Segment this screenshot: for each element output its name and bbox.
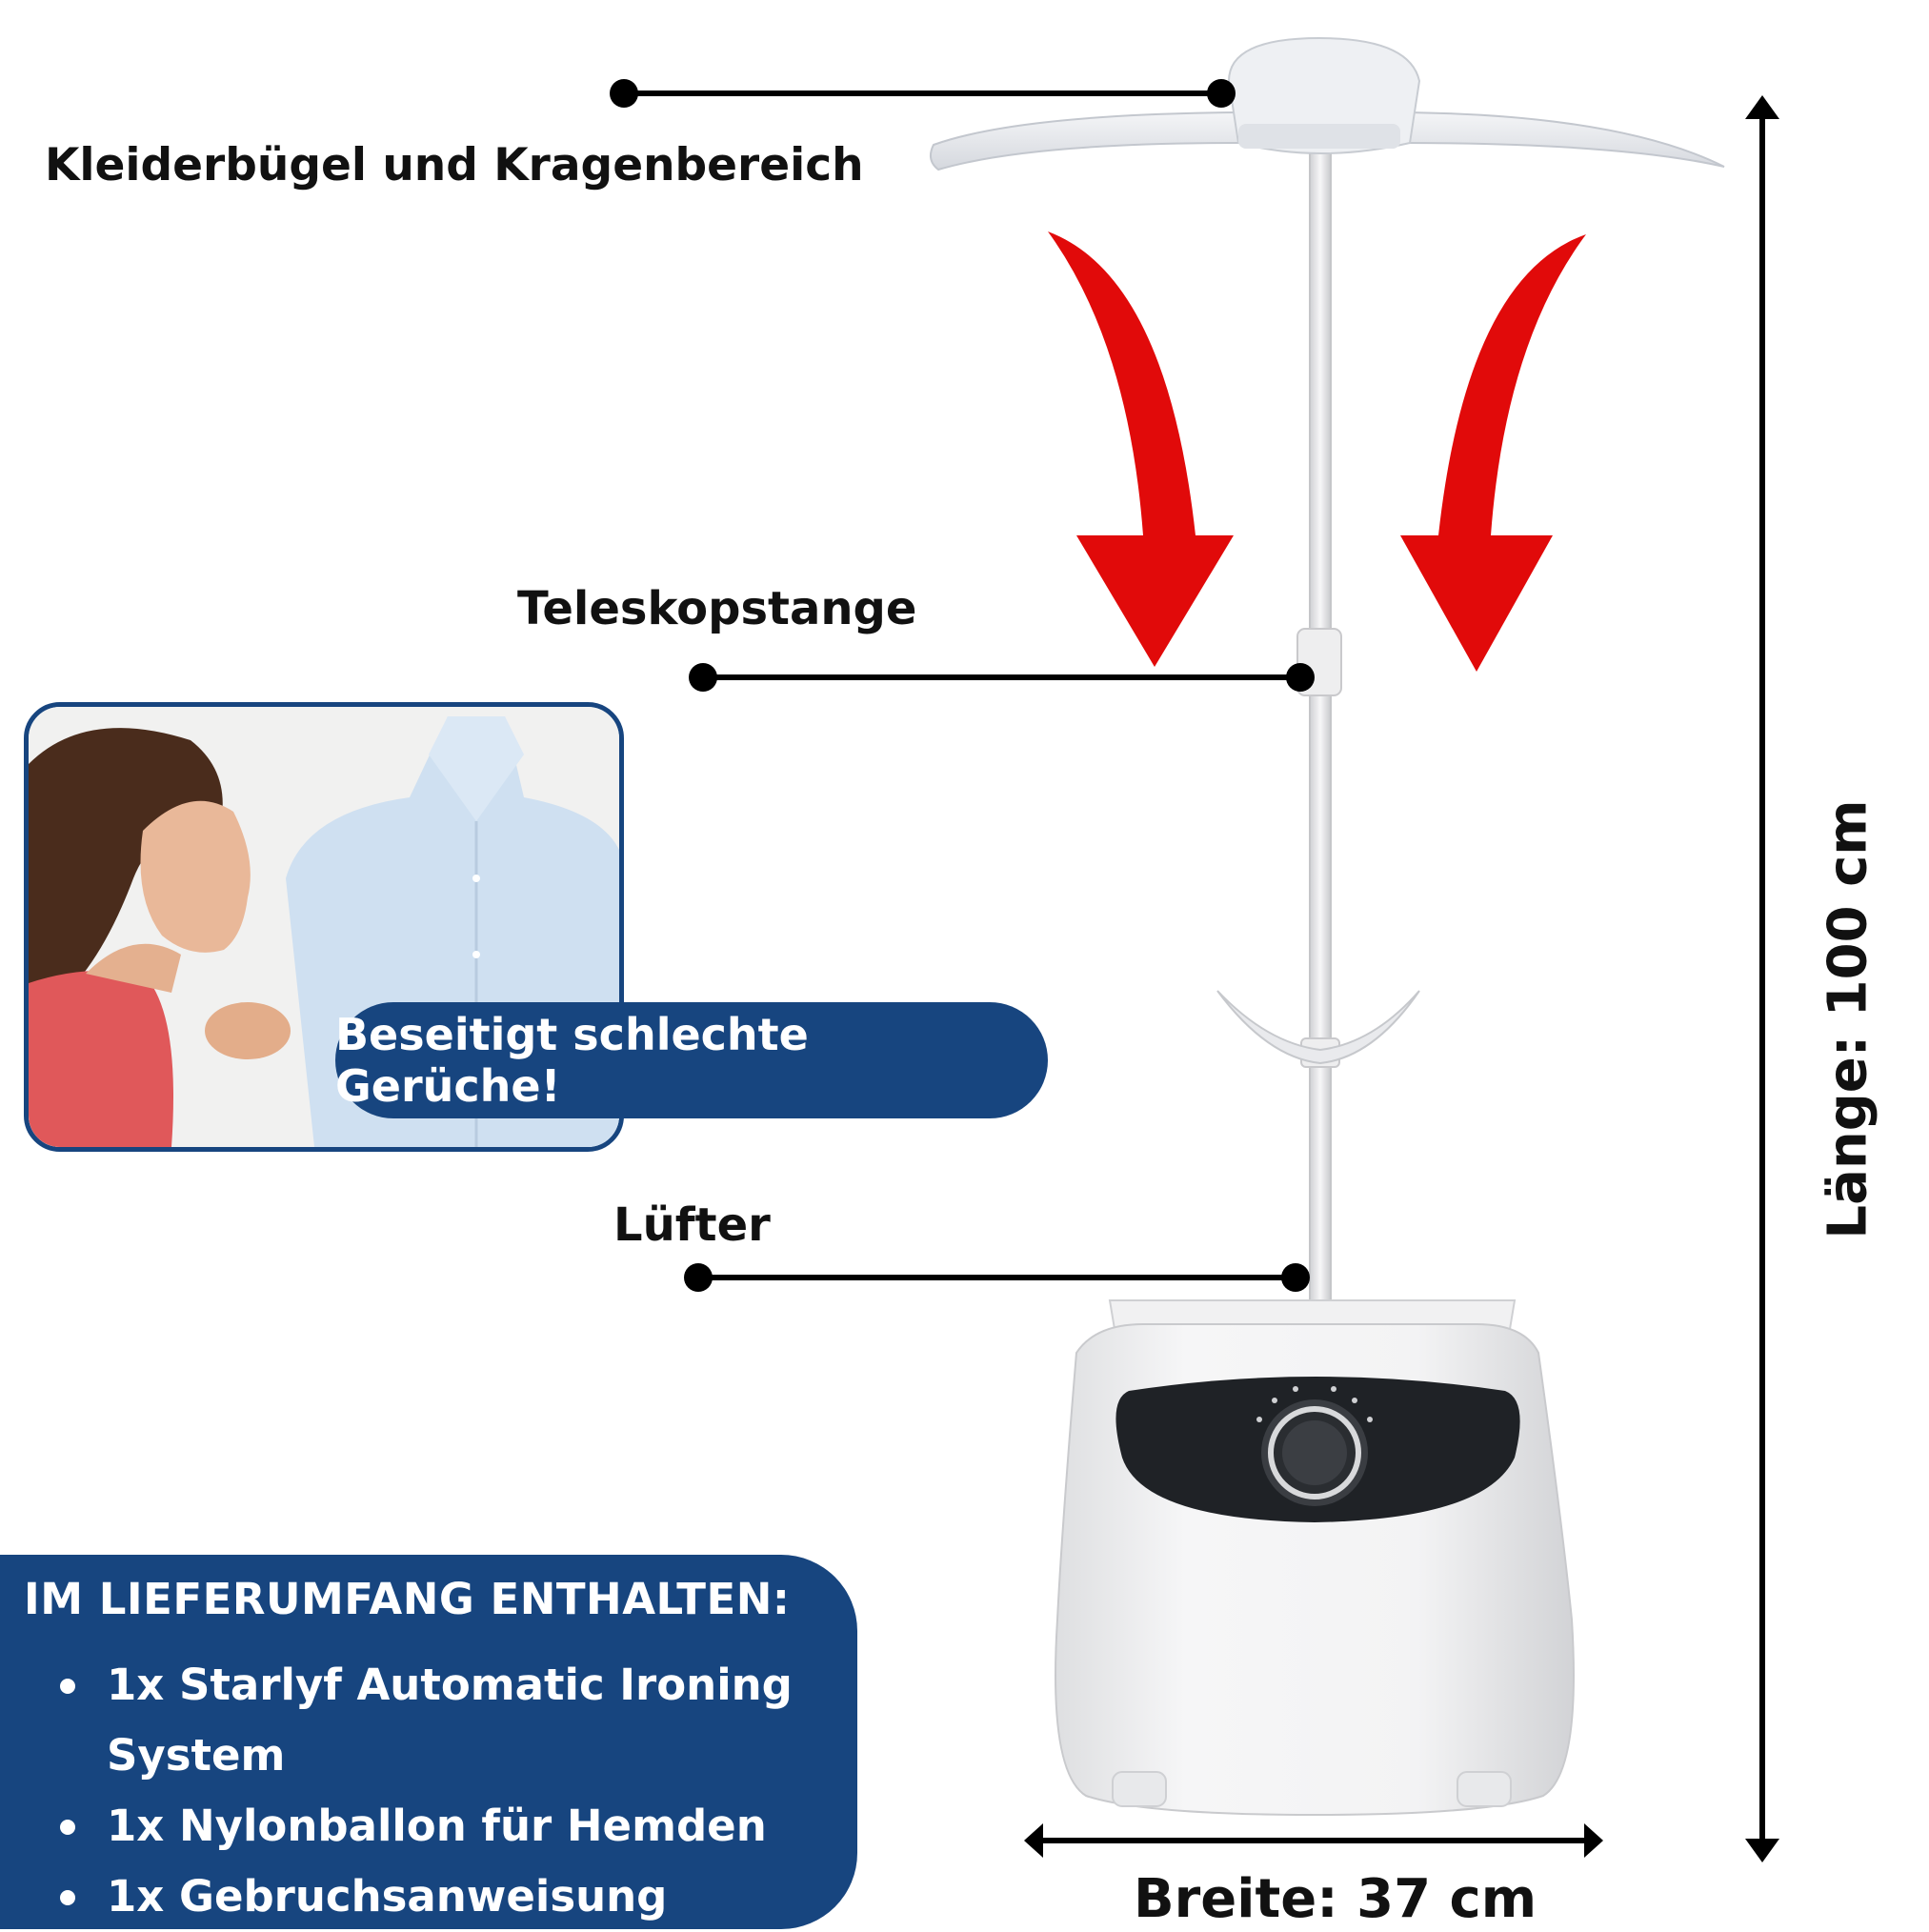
- package-contents-panel: IM LIEFERUMFANG ENTHALTEN: 1x Starlyf Au…: [0, 1555, 857, 1929]
- odor-removal-badge-text: Beseitigt schlechte Gerüche!: [335, 1009, 809, 1112]
- package-contents-heading: IM LIEFERUMFANG ENTHALTEN:: [24, 1574, 791, 1624]
- width-label: Breite: 37 cm: [1134, 1868, 1537, 1930]
- red-down-arrow-left: [1048, 231, 1234, 667]
- callout-fan-label: Lüfter: [613, 1198, 771, 1252]
- callout-pole-label: Teleskopstange: [517, 582, 917, 635]
- leader-pole: [689, 663, 1315, 692]
- leader-hanger: [610, 79, 1236, 108]
- telescopic-pole: [1309, 128, 1332, 1311]
- base-foot-right: [1457, 1771, 1512, 1807]
- length-label: Länge: 100 cm: [1817, 799, 1879, 1239]
- package-item: 1x Gebruchsanweisung: [0, 1862, 793, 1932]
- woman-hair: [29, 728, 223, 1012]
- control-dial: [1256, 1386, 1373, 1506]
- package-contents-list: 1x Starlyf Automatic Ironing System 1x N…: [0, 1650, 793, 1932]
- woman-top: [29, 970, 173, 1147]
- woman-face: [140, 800, 251, 953]
- package-item: 1x Nylonballon für Hemden: [0, 1791, 793, 1862]
- package-item: 1x Starlyf Automatic Ironing System: [0, 1650, 793, 1791]
- red-down-arrow-right: [1400, 234, 1586, 672]
- leader-fan: [684, 1263, 1310, 1292]
- callout-hanger-label: Kleiderbügel und Kragenbereich: [45, 139, 864, 191]
- woman-hand: [205, 1002, 291, 1059]
- base-foot-left: [1112, 1771, 1167, 1807]
- width-dimension-arrow: [1024, 1823, 1603, 1858]
- length-dimension-arrow: [1745, 95, 1779, 1862]
- lower-support: [1216, 990, 1420, 1065]
- odor-removal-badge: Beseitigt schlechte Gerüche!: [335, 1002, 1048, 1118]
